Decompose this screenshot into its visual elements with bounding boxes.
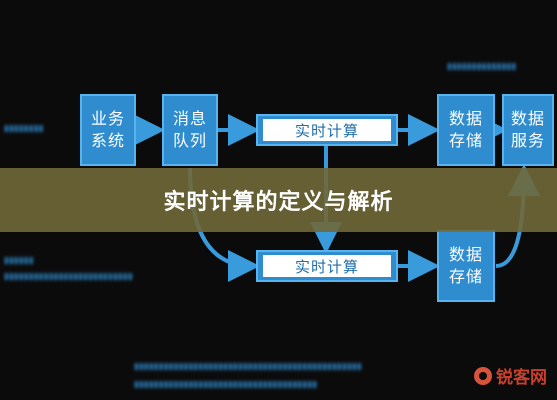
- node-message-queue: 消息 队列: [162, 94, 218, 166]
- node-message-queue-line2: 队列: [172, 131, 207, 150]
- node-data-storage-top-line2: 存储: [448, 131, 483, 150]
- blurred-label-left-bottom: ▮▮▮▮▮▮: [4, 256, 34, 266]
- node-realtime-compute-top: 实时计算: [256, 114, 398, 146]
- node-data-storage-top-line1: 数据: [448, 109, 483, 128]
- title-banner: 实时计算的定义与解析: [0, 168, 557, 232]
- node-realtime-compute-bottom: 实时计算: [256, 250, 398, 282]
- blurred-label-top-right: ▮▮▮▮▮▮▮▮▮▮▮▮▮▮: [447, 62, 517, 72]
- blurred-footer-line-2: ▮▮▮▮▮▮▮▮▮▮▮▮▮▮▮▮▮▮▮▮▮▮▮▮▮▮▮▮▮▮▮▮▮▮▮▮▮: [134, 380, 318, 390]
- banner-title: 实时计算的定义与解析: [163, 190, 394, 215]
- node-business-system-line1: 业务: [90, 109, 125, 128]
- node-realtime-compute-bottom-label: 实时计算: [263, 255, 391, 277]
- blurred-label-left-bottom-2: ▮▮▮▮▮▮▮▮▮▮▮▮▮▮▮▮▮▮▮▮▮▮▮▮▮▮: [4, 272, 133, 282]
- watermark-logo-icon: [474, 366, 492, 385]
- node-data-storage-top: 数据 存储: [437, 94, 495, 166]
- site-watermark: 锐客网: [474, 363, 547, 388]
- node-data-service-line1: 数据: [510, 109, 545, 128]
- node-data-storage-bottom-line1: 数据: [448, 245, 483, 264]
- node-data-storage-bottom-line2: 存储: [448, 267, 483, 286]
- node-data-service: 数据 服务: [502, 94, 554, 166]
- watermark-text: 锐客网: [496, 368, 547, 388]
- node-realtime-compute-top-label: 实时计算: [263, 119, 391, 141]
- node-data-storage-bottom: 数据 存储: [437, 230, 495, 302]
- node-data-service-line2: 服务: [510, 131, 545, 150]
- node-business-system: 业务 系统: [80, 94, 136, 166]
- node-message-queue-line1: 消息: [172, 109, 207, 128]
- blurred-footer-line-1: ▮▮▮▮▮▮▮▮▮▮▮▮▮▮▮▮▮▮▮▮▮▮▮▮▮▮▮▮▮▮▮▮▮▮▮▮▮▮▮▮…: [134, 362, 362, 372]
- node-business-system-line2: 系统: [90, 131, 125, 150]
- blurred-label-left-top: ▮▮▮▮▮▮▮▮: [4, 124, 44, 134]
